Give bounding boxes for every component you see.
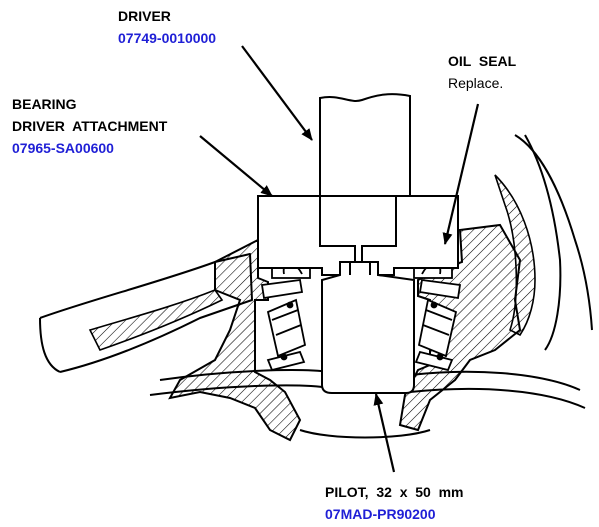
attachment-label-line1: BEARING bbox=[12, 96, 77, 112]
knuckle-section-left bbox=[88, 238, 302, 442]
callout-lines bbox=[199, 45, 480, 473]
oil-seal-label: OIL SEAL bbox=[448, 53, 517, 69]
driver-attachment bbox=[257, 195, 459, 276]
pilot-part-number: 07MAD-PR90200 bbox=[325, 506, 436, 522]
driver-label: DRIVER bbox=[118, 8, 171, 24]
attachment-part-number: 07965-SA00600 bbox=[12, 140, 114, 156]
oil-seal-note: Replace. bbox=[448, 75, 504, 91]
bearing-right bbox=[414, 278, 462, 372]
pilot bbox=[321, 261, 415, 394]
pilot-label: PILOT, 32 x 50 mm bbox=[325, 484, 464, 500]
driver-shaft bbox=[319, 93, 411, 197]
bearing-left bbox=[260, 278, 307, 372]
driver-part-number: 07749-0010000 bbox=[118, 30, 217, 46]
attachment-label-line2: DRIVER ATTACHMENT bbox=[12, 118, 168, 134]
